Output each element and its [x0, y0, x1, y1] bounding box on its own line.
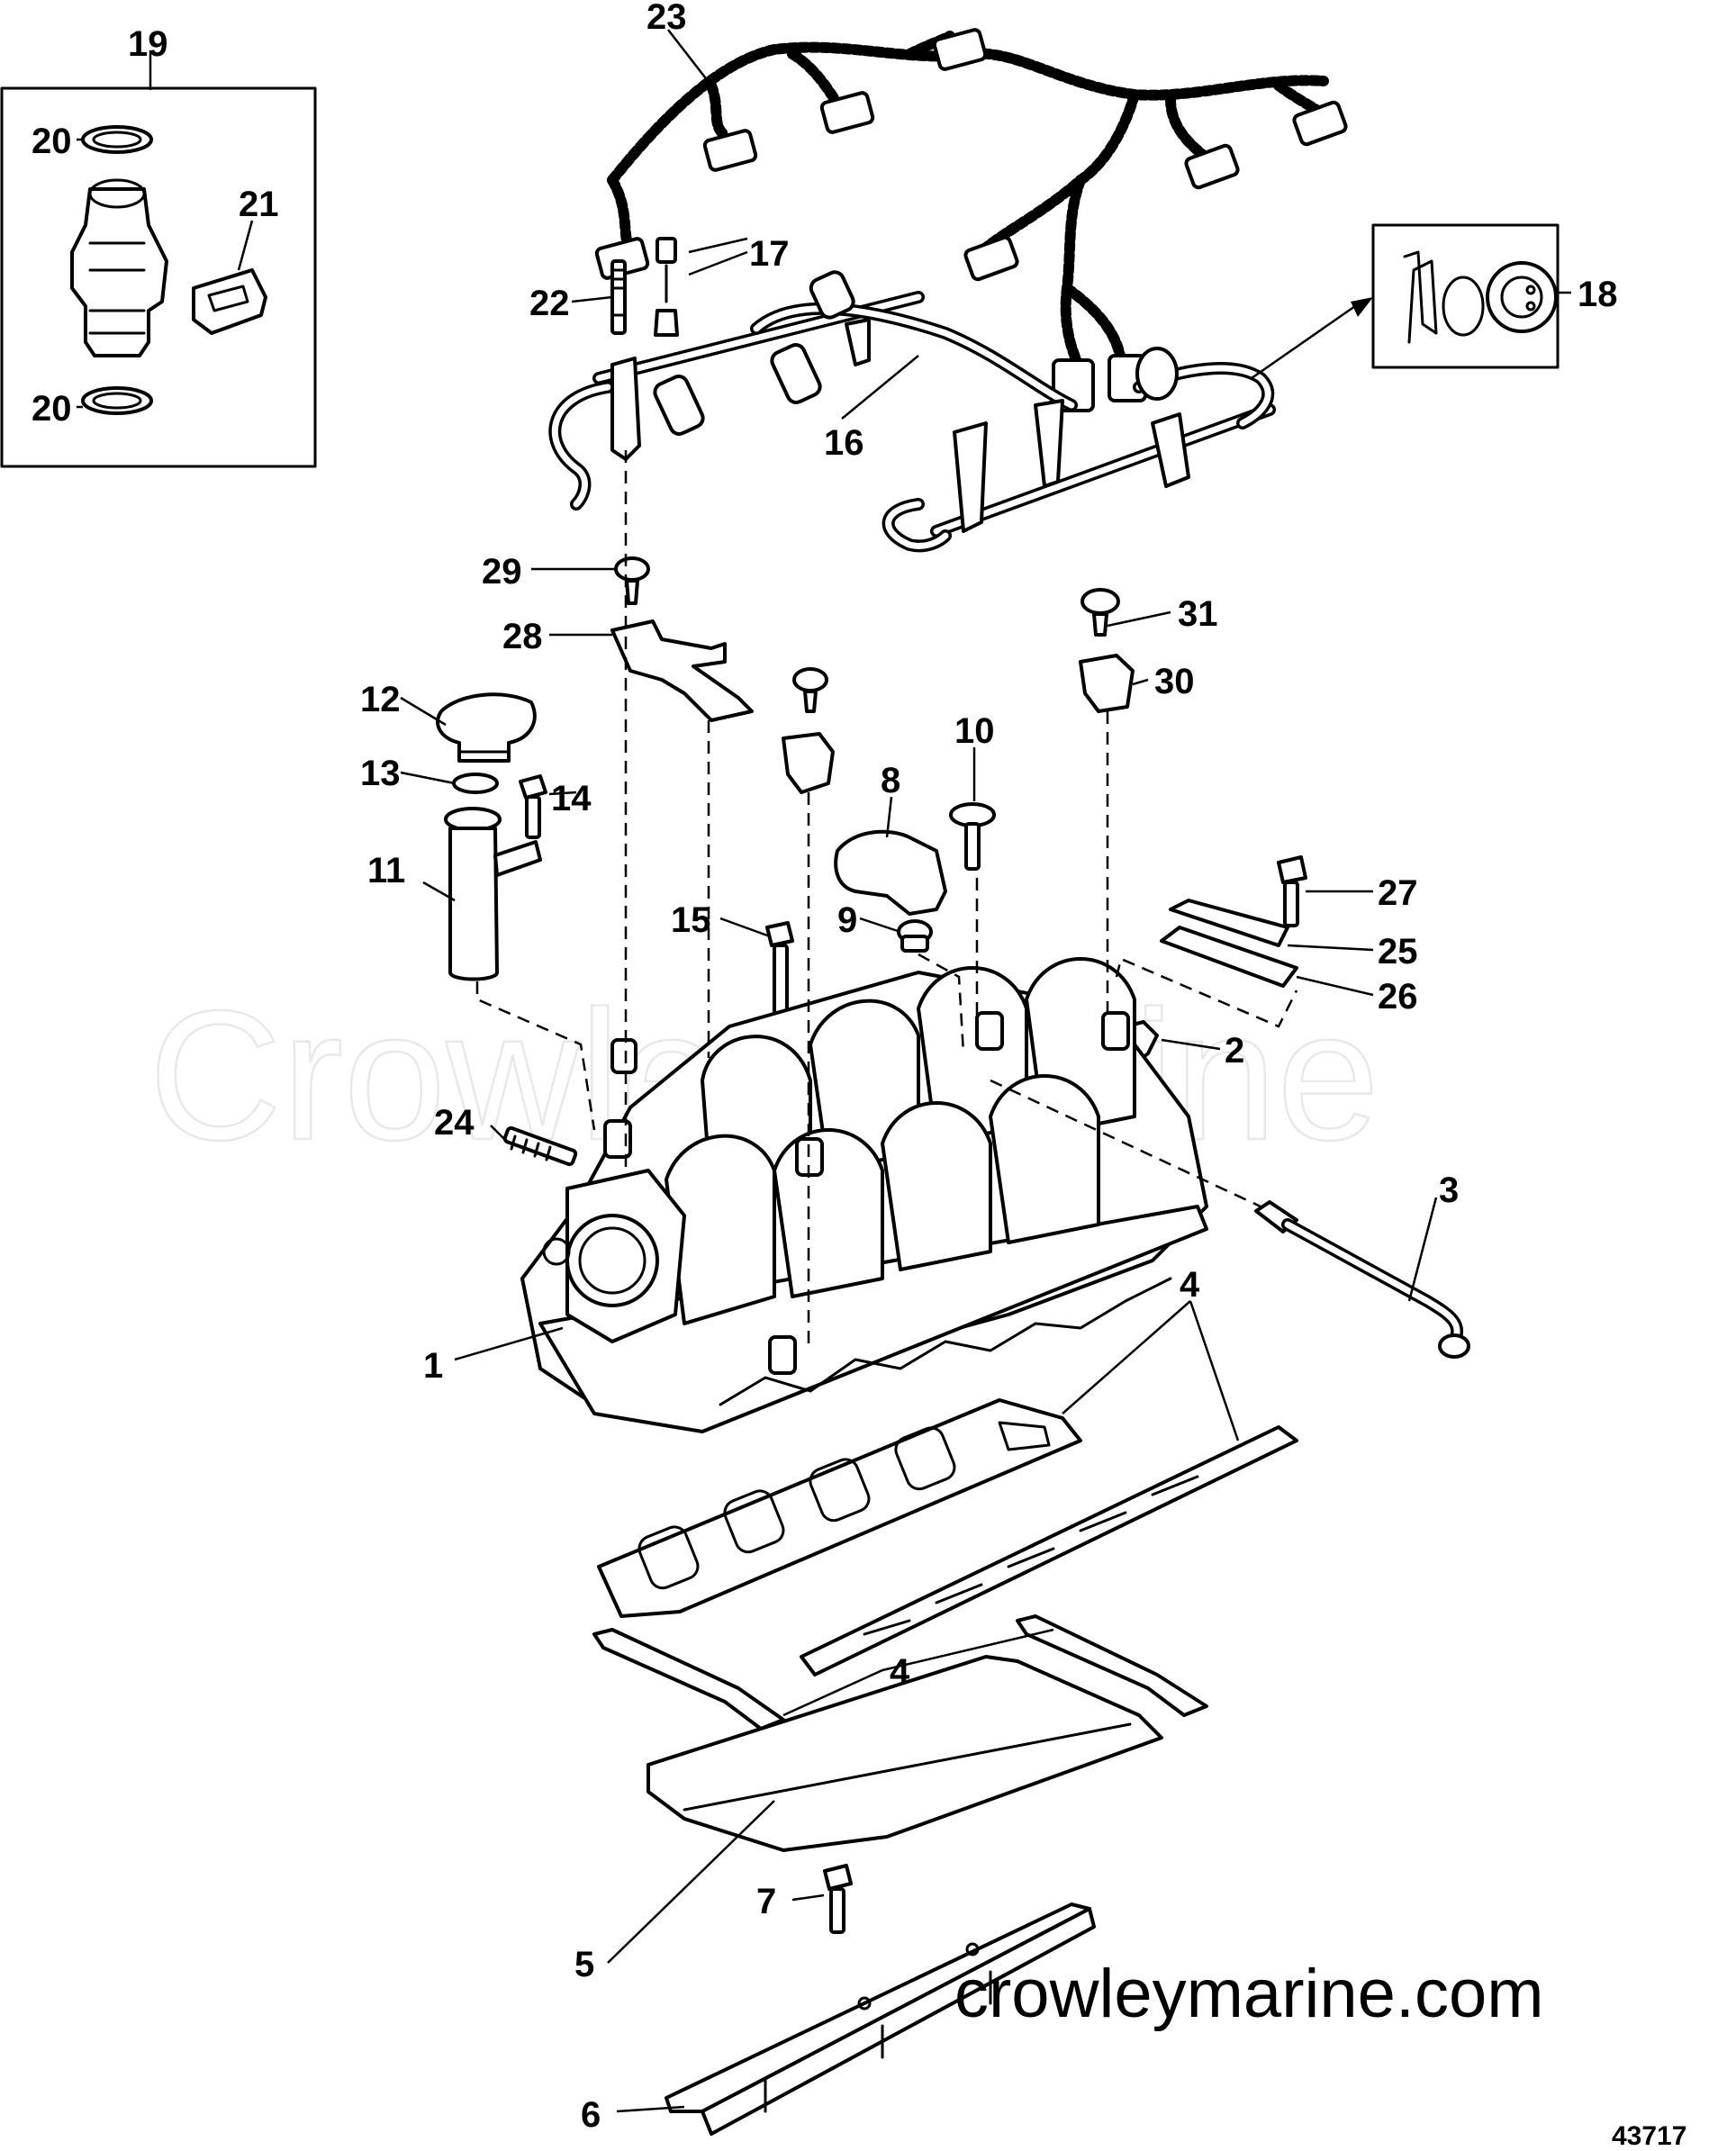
callout-12: 12: [360, 680, 401, 719]
grommet-center: [792, 667, 828, 713]
callout-16: 16: [824, 423, 864, 463]
figure-number: 43717: [1612, 2121, 1686, 2151]
callout-21: 21: [239, 185, 279, 224]
oil-fill-o-ring: [452, 773, 499, 794]
callout-15: 15: [671, 900, 711, 940]
callout-10: 10: [954, 711, 995, 751]
harness-bracket-30: [1079, 654, 1135, 713]
cover-bolt-27: [1277, 855, 1307, 927]
callout-2: 2: [1225, 1031, 1244, 1071]
callout-8: 8: [881, 761, 900, 800]
harness-connector: [1292, 100, 1348, 147]
map-grommet: [897, 919, 933, 953]
fuel-injector-box: [0, 86, 317, 468]
injector-retainer-clip: [192, 268, 267, 335]
callout-20a: 20: [32, 122, 72, 161]
cover-gasket-25: [1169, 899, 1289, 947]
grommet-29: [614, 556, 650, 605]
throttle-stud: [502, 1125, 578, 1167]
callout-numbers: 1 2 3 4 4 5 6 7 8 9 10 11 12 13 14 15 16…: [32, 0, 1618, 2135]
rail-bracket: [1151, 412, 1190, 488]
pressure-regulator: [1486, 261, 1558, 333]
harness-connector: [702, 129, 758, 172]
callout-5: 5: [574, 1945, 594, 1984]
callout-28: 28: [502, 617, 543, 656]
oil-fill-tube: [444, 807, 542, 981]
callout-22: 22: [529, 284, 570, 323]
callout-13: 13: [360, 754, 401, 793]
fuel-injector: [70, 187, 168, 357]
map-sensor: [834, 829, 947, 916]
oil-fill-cap: [436, 692, 537, 763]
injector-port: [809, 270, 855, 320]
callout-4b: 4: [890, 1652, 910, 1692]
harness-connector: [963, 235, 1019, 282]
callout-6: 6: [581, 2095, 601, 2135]
shield-bracket-6: [665, 1902, 1096, 2136]
callout-9: 9: [837, 900, 857, 940]
callout-19: 19: [128, 24, 168, 64]
callout-31: 31: [1178, 594, 1218, 634]
rail-bracket: [845, 318, 871, 366]
rail-bracket: [953, 421, 988, 533]
intake-gasket-right: [800, 1425, 1298, 1677]
website-text: crowleymarine.com: [954, 1956, 1544, 2032]
callout-17: 17: [749, 234, 790, 274]
callout-26: 26: [1378, 977, 1418, 1017]
end-seal-right: [1016, 1614, 1208, 1717]
intake-manifold: [520, 957, 1208, 1433]
cover-plate-26: [1160, 926, 1298, 988]
callout-24: 24: [434, 1103, 475, 1143]
fuel-rail-assembly: [548, 270, 1276, 553]
harness-connector: [932, 28, 988, 71]
callout-14: 14: [551, 779, 592, 818]
harness-connector: [819, 91, 875, 134]
injector-port: [653, 375, 705, 436]
callout-4a: 4: [1180, 1265, 1200, 1305]
harness-connector: [1184, 143, 1240, 190]
callout-25: 25: [1378, 932, 1418, 972]
callout-7: 7: [756, 1882, 776, 1921]
sensor-wire-3: [1254, 1200, 1470, 1359]
harness-bracket-center: [782, 732, 835, 794]
rail-bracket: [610, 357, 641, 461]
pressure-regulator-fitting: [1135, 347, 1179, 401]
schrader-valve: [654, 237, 679, 337]
shield-bolt-7: [823, 1864, 853, 1934]
callout-29: 29: [482, 552, 522, 592]
callout-3: 3: [1439, 1170, 1459, 1210]
intake-gasket-left: [597, 1398, 1082, 1618]
rail-stud: [610, 259, 627, 335]
leader-lines: [77, 29, 1571, 2113]
sensor-bolt-10: [949, 802, 996, 871]
end-seal-left: [592, 1628, 785, 1731]
callout-18: 18: [1578, 275, 1618, 314]
assembly-centerlines: [475, 450, 1298, 1351]
callout-23: 23: [646, 0, 687, 37]
rail-bracket: [1034, 399, 1064, 488]
harness-bracket-28: [610, 619, 754, 722]
heat-shield: [646, 1655, 1163, 1852]
callout-30: 30: [1154, 662, 1195, 701]
injector-port: [770, 343, 822, 404]
pressure-regulator-box: [1251, 223, 1560, 380]
grommet-31: [1080, 588, 1120, 637]
callout-11: 11: [367, 851, 405, 890]
callout-20b: 20: [32, 389, 72, 429]
callout-1: 1: [423, 1346, 443, 1386]
oil-tube-bolt: [519, 774, 547, 839]
callout-27: 27: [1378, 873, 1418, 913]
